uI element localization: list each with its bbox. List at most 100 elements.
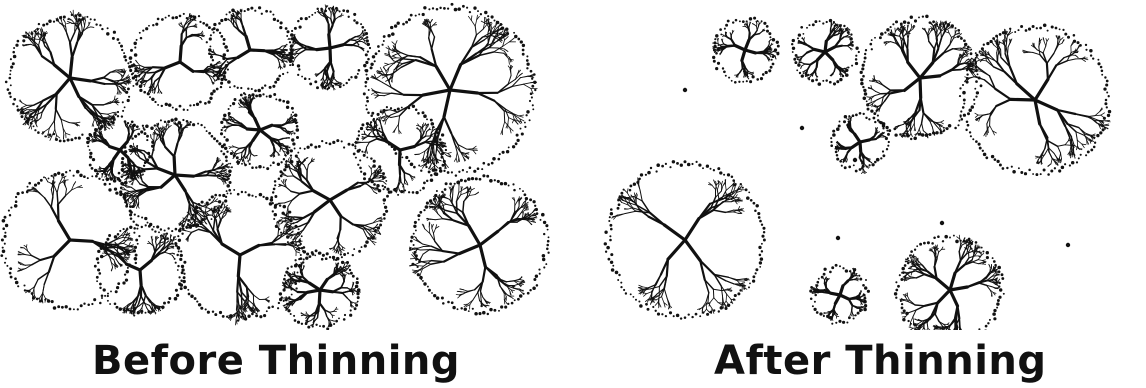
boundary-dot bbox=[522, 49, 525, 52]
boundary-dot bbox=[295, 287, 297, 289]
boundary-dot bbox=[445, 149, 447, 151]
boundary-dot bbox=[43, 176, 45, 178]
boundary-dot bbox=[212, 71, 214, 73]
boundary-dot bbox=[177, 269, 179, 271]
boundary-dot bbox=[430, 174, 433, 177]
boundary-dot bbox=[9, 267, 12, 270]
tree-branch bbox=[295, 53, 300, 54]
boundary-dot bbox=[212, 310, 214, 312]
tree-branch bbox=[426, 132, 427, 136]
boundary-dot bbox=[529, 289, 531, 291]
tree-branch bbox=[461, 292, 466, 293]
boundary-dot bbox=[91, 175, 93, 177]
boundary-dot bbox=[378, 189, 381, 192]
boundary-dot bbox=[2, 219, 6, 223]
boundary-dot bbox=[212, 59, 214, 61]
boundary-dot bbox=[178, 282, 182, 286]
tree-branch bbox=[139, 296, 141, 304]
tree-branch bbox=[391, 116, 400, 118]
tree-branch bbox=[374, 95, 378, 96]
boundary-dot bbox=[42, 24, 45, 27]
tree-branch bbox=[461, 193, 466, 195]
boundary-dot bbox=[198, 15, 200, 17]
boundary-dot bbox=[469, 11, 471, 13]
boundary-dot bbox=[21, 115, 24, 118]
boundary-dot bbox=[229, 11, 231, 13]
boundary-dot bbox=[261, 13, 263, 15]
boundary-dot bbox=[125, 205, 128, 208]
boundary-dot bbox=[223, 43, 226, 46]
boundary-dot bbox=[499, 153, 501, 155]
boundary-dot bbox=[168, 103, 172, 107]
boundary-dot bbox=[129, 69, 132, 72]
boundary-dot bbox=[204, 126, 206, 128]
boundary-dot bbox=[413, 233, 415, 235]
boundary-dot bbox=[136, 228, 138, 230]
boundary-dot bbox=[517, 38, 520, 41]
tree-branch bbox=[195, 26, 197, 27]
tree-branch bbox=[136, 205, 137, 208]
boundary-dot bbox=[364, 244, 367, 247]
tree-branch bbox=[194, 175, 207, 176]
tree-branch bbox=[384, 64, 388, 66]
boundary-dot bbox=[48, 19, 51, 22]
boundary-dot bbox=[175, 108, 178, 111]
boundary-dot bbox=[417, 112, 420, 115]
boundary-dot bbox=[211, 195, 214, 198]
boundary-dot bbox=[122, 101, 124, 103]
boundary-dot bbox=[14, 277, 17, 280]
boundary-dot bbox=[179, 15, 182, 18]
tree-branch bbox=[129, 246, 132, 247]
boundary-dot bbox=[482, 162, 485, 165]
tree-branch bbox=[153, 90, 154, 92]
tree-branch bbox=[452, 195, 453, 203]
boundary-dot bbox=[354, 145, 356, 147]
boundary-dot bbox=[370, 115, 373, 118]
tree-branch bbox=[376, 79, 383, 82]
boundary-dot bbox=[163, 302, 166, 305]
tree-branch bbox=[476, 29, 483, 35]
tree-domain bbox=[363, 3, 537, 177]
boundary-dot bbox=[300, 254, 302, 256]
boundary-dot bbox=[46, 23, 49, 26]
tree-branch bbox=[401, 181, 404, 186]
boundary-dot bbox=[431, 122, 435, 126]
boundary-dot bbox=[296, 249, 298, 251]
boundary-dot bbox=[363, 92, 366, 95]
boundary-dot bbox=[216, 140, 219, 143]
boundary-dot bbox=[280, 175, 283, 178]
boundary-dot bbox=[34, 129, 36, 131]
boundary-dot bbox=[104, 183, 107, 186]
boundary-dot bbox=[4, 262, 6, 264]
tree-branch bbox=[300, 191, 313, 194]
boundary-dot bbox=[265, 10, 268, 13]
boundary-dot bbox=[80, 304, 83, 307]
boundary-dot bbox=[532, 104, 534, 106]
boundary-dot bbox=[364, 29, 366, 31]
tree-branch bbox=[509, 59, 514, 60]
boundary-dot bbox=[366, 108, 368, 110]
boundary-dot bbox=[180, 287, 183, 290]
boundary-dot bbox=[137, 133, 140, 136]
tree-branch bbox=[24, 110, 27, 112]
boundary-dot bbox=[183, 276, 186, 279]
boundary-dot bbox=[383, 35, 386, 38]
boundary-dot bbox=[172, 107, 174, 109]
boundary-dot bbox=[8, 210, 10, 212]
boundary-dot bbox=[460, 307, 462, 309]
boundary-dot bbox=[131, 137, 133, 139]
boundary-dot bbox=[130, 49, 133, 52]
boundary-dot bbox=[140, 37, 143, 40]
tree-branch bbox=[56, 109, 61, 119]
boundary-dot bbox=[137, 215, 139, 217]
boundary-dot bbox=[179, 105, 182, 108]
boundary-dot bbox=[366, 77, 369, 80]
boundary-dot bbox=[363, 172, 366, 175]
boundary-dot bbox=[206, 202, 209, 205]
boundary-dot bbox=[213, 66, 216, 69]
tree-branch bbox=[104, 72, 111, 77]
tree-branch bbox=[377, 74, 383, 78]
boundary-dot bbox=[114, 303, 117, 306]
boundary-dot bbox=[358, 69, 361, 72]
boundary-dot bbox=[434, 169, 437, 172]
